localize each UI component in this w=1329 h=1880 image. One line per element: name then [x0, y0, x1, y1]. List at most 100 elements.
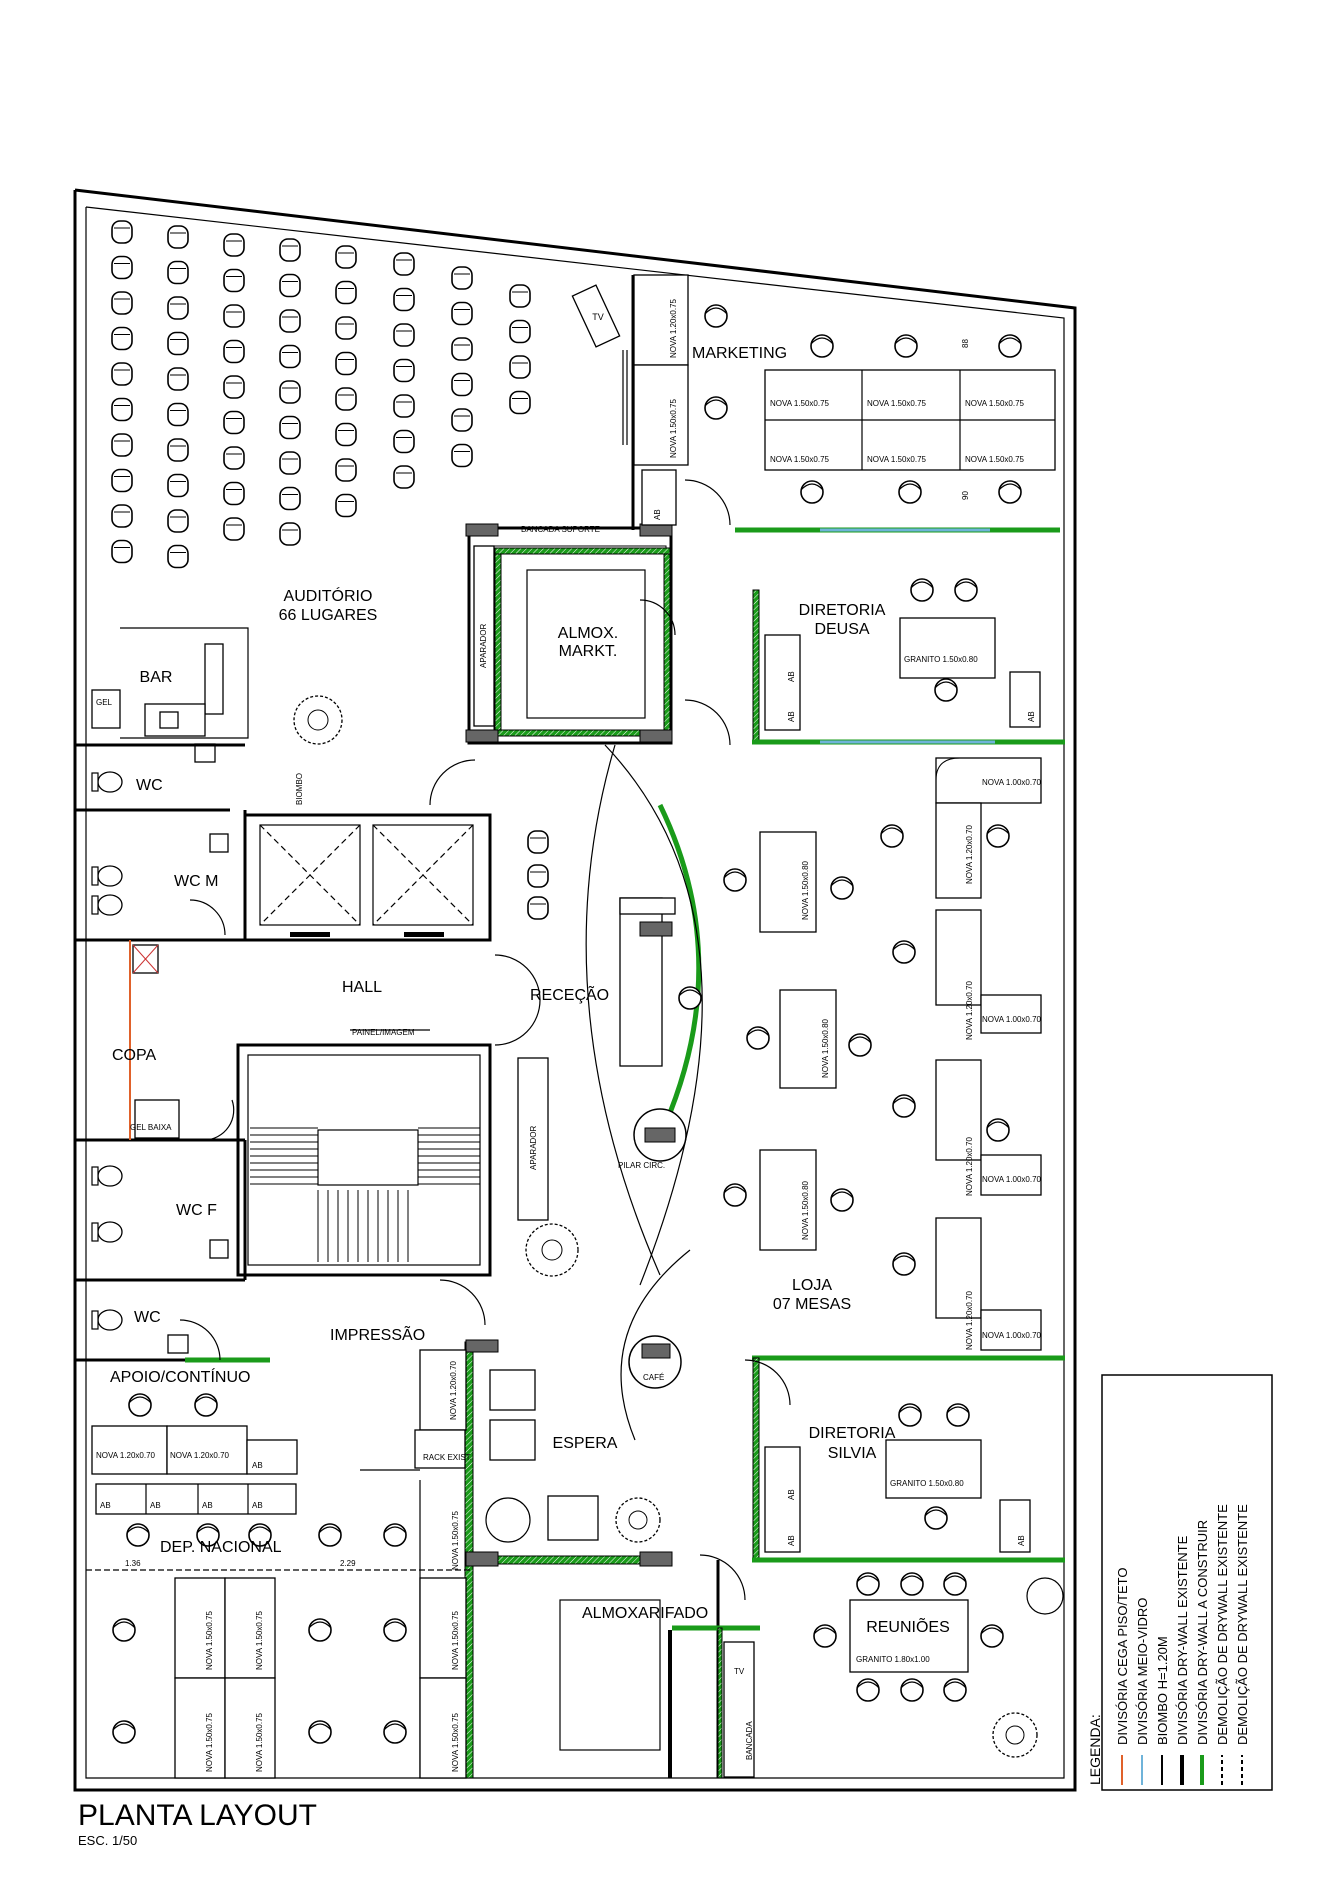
auditorium-seat	[111, 468, 133, 493]
auditorium-seat	[279, 238, 301, 262]
nova-tag: NOVA 1.50x0.75	[205, 1610, 214, 1670]
auditorium-seat	[111, 326, 133, 351]
auditorium-seat	[335, 493, 357, 518]
auditorium-seat	[393, 358, 415, 383]
aparador-label-1: APARADOR	[479, 623, 488, 668]
toilet-icon	[91, 1221, 123, 1243]
auditorium-seat	[223, 481, 245, 506]
auditorium-seat	[223, 517, 245, 541]
biombo-label: BIOMBO	[295, 773, 304, 805]
legend-item: DIVISÓRIA DRY-WALL EXISTENTE	[1175, 1535, 1190, 1785]
nova-tag: NOVA 1.20x0.75	[669, 298, 678, 358]
hall-seats	[527, 830, 549, 920]
auditorium-seat	[335, 280, 357, 305]
diretoria-silvia-label-1: DIRETORIA	[809, 1425, 896, 1442]
toilet-icon	[91, 894, 123, 916]
almoxarifado-room	[464, 1339, 760, 1779]
cafe	[628, 1335, 682, 1389]
ab-tag: AB	[787, 1489, 796, 1500]
ab-tag: AB	[202, 1501, 213, 1510]
legend-item-label: BIOMBO H=1.20M	[1155, 1636, 1170, 1745]
auditorium-seat	[111, 397, 133, 422]
rack-label: RACK EXIST.	[423, 1453, 472, 1462]
auditorium-seat	[335, 316, 357, 340]
hall-label: HALL	[342, 979, 382, 996]
auditorium-seat	[509, 284, 531, 308]
legend-item-label: DIVISÓRIA DRY-WALL EXISTENTE	[1175, 1535, 1190, 1745]
nova-tag: NOVA 1.20x0.70	[449, 1360, 458, 1420]
apoio-desks	[91, 1393, 407, 1547]
tree-icon	[615, 1497, 661, 1543]
auditorium-seat	[111, 433, 133, 457]
auditorium-seat	[223, 233, 245, 257]
auditorium-seat	[279, 451, 301, 475]
nova-tag: NOVA 1.00x0.70	[982, 1015, 1042, 1024]
plan-title: PLANTA LAYOUT	[78, 1799, 317, 1832]
auditorium-seat	[279, 273, 301, 298]
aparador-label-2: APARADOR	[529, 1125, 538, 1170]
legend-item-label: DEMOLIÇÃO DE DRYWALL EXISTENTE	[1215, 1504, 1230, 1745]
auditorium-seat	[167, 260, 189, 285]
legend-item-label: DIVISÓRIA MEIO-VIDRO	[1135, 1598, 1150, 1745]
auditorium-seat	[451, 408, 473, 432]
auditorium-seat	[279, 486, 301, 511]
legend-item-label: DIVISÓRIA DRY-WALL A CONSTRUIR	[1195, 1520, 1210, 1745]
auditorium-seat	[111, 362, 133, 386]
nova-tag: NOVA 1.50x0.75	[965, 455, 1025, 464]
reunioes-room	[716, 1560, 1064, 1778]
diretoria-silvia-label-2: SILVIA	[828, 1445, 877, 1462]
auditorium-seat	[509, 355, 531, 379]
granito-tag: GRANITO 1.50x0.80	[890, 1479, 964, 1488]
legend-item: DIVISÓRIA MEIO-VIDRO	[1135, 1598, 1150, 1785]
espera-area	[485, 1369, 661, 1543]
nova-tag: NOVA 1.50x0.75	[451, 1610, 460, 1670]
auditorium-seat	[279, 380, 301, 404]
tv-panel-auditorium: TV	[571, 284, 621, 348]
recepcao-label: RECEÇÃO	[530, 984, 609, 1004]
diretoria-deusa-label-1: DIRETORIA	[799, 602, 886, 619]
auditorium-seat	[167, 473, 189, 498]
copa-label: COPA	[112, 1047, 156, 1064]
nova-tag: NOVA 1.20x0.70	[965, 824, 974, 884]
nova-tag: NOVA 1.50x0.75	[867, 399, 927, 408]
dep-nacional-label: DEP. NACIONAL	[160, 1539, 282, 1556]
nova-tag: NOVA 1.50x0.75	[255, 1610, 264, 1670]
nova-tag: NOVA 1.50x0.75	[770, 399, 830, 408]
aparador-right	[517, 1057, 549, 1221]
dim-label: 90	[961, 491, 970, 500]
legend-item-label: DIVISÓRIA CEGA PISO/TETO	[1115, 1568, 1130, 1745]
almox-markt-room	[465, 523, 673, 745]
loja-curved-wall	[585, 744, 703, 1441]
exterior-walls	[73, 188, 1077, 1792]
auditorium-seat	[223, 304, 245, 328]
tree-icon	[992, 1712, 1038, 1758]
auditorium-seat	[223, 410, 245, 435]
nova-tag: NOVA 1.50x0.80	[801, 860, 810, 920]
auditorium-seat	[167, 438, 189, 462]
impressao-label: IMPRESSÃO	[330, 1324, 425, 1344]
painel-label: PAINEL/IMAGEM	[352, 1028, 415, 1037]
ab-tag: AB	[150, 1501, 161, 1510]
toilet-icon	[91, 865, 123, 887]
bancada-suporte-label: BANCADA SUPORTE	[521, 525, 600, 534]
dim-label: 1.36	[125, 1559, 141, 1568]
auditorium-seat	[167, 225, 189, 249]
auditorium-seat	[335, 387, 357, 411]
nova-tag: NOVA 1.50x0.80	[821, 1018, 830, 1078]
tv-label: TV	[592, 312, 604, 322]
legend-item: DEMOLIÇÃO DE DRYWALL EXISTENTE	[1235, 1504, 1250, 1785]
cafe-label: CAFÉ	[643, 1373, 664, 1382]
auditorium-seat	[279, 522, 301, 546]
auditorio-capacity: 66 LUGARES	[279, 607, 378, 624]
tv-label: TV	[734, 1667, 745, 1676]
auditorium-seat	[509, 319, 531, 344]
auditorium-seat	[451, 337, 473, 361]
loja-tags: NOVA 1.00x0.70 NOVA 1.00x0.70 NOVA 1.00x…	[801, 778, 1042, 1350]
auditorium-seat	[279, 415, 301, 440]
nova-tag: NOVA 1.20x0.70	[965, 980, 974, 1040]
toilet-icon	[91, 771, 123, 793]
auditorium-seat	[335, 458, 357, 482]
reception-counter	[619, 897, 702, 1067]
diretoria-deusa-label-2: DEUSA	[814, 621, 869, 638]
nova-tag: NOVA 1.50x0.75	[451, 1510, 460, 1570]
